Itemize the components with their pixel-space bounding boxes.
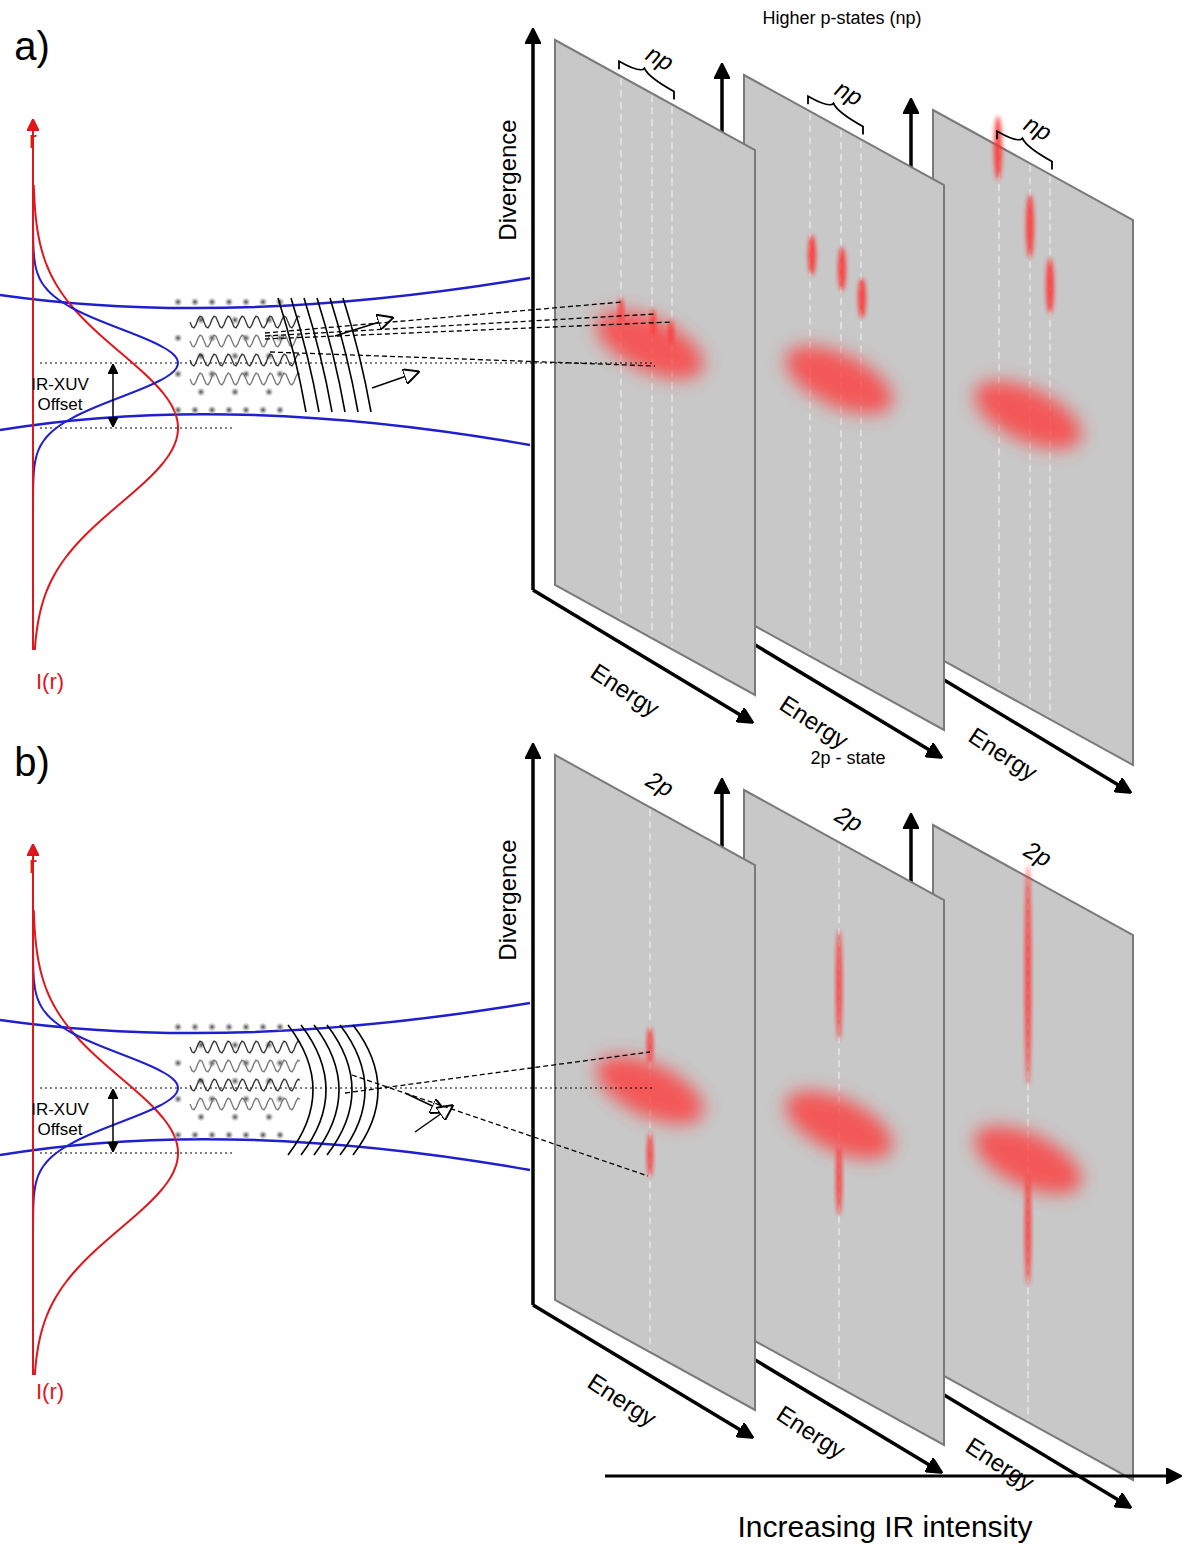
- axis-title: Energy: [583, 1368, 662, 1433]
- beam-illustration: [0, 845, 655, 1375]
- state-label: 2p: [831, 800, 868, 837]
- state-label: 2p: [642, 765, 679, 802]
- axis-title: Divergence: [494, 839, 522, 960]
- offset-label: IR-XUV Offset: [17, 1100, 103, 1139]
- spectrum-panel: [555, 755, 755, 1410]
- state-label: np: [1020, 109, 1057, 146]
- state-label: np: [642, 39, 679, 76]
- axis-title: Divergence: [494, 119, 522, 240]
- offset-label: IR-XUV Offset: [17, 375, 103, 414]
- axis-label: r: [29, 851, 37, 879]
- group-heading: Higher p-states (np): [762, 8, 921, 29]
- spectrum-panel: [744, 790, 944, 1445]
- intensity-arrow: [605, 1476, 1180, 1477]
- state-label: np: [831, 74, 868, 111]
- projection-lines: [265, 302, 672, 1176]
- spectrum-panel: [744, 75, 944, 730]
- axis-title: Energy: [772, 1400, 851, 1465]
- spectrum-panel: [933, 110, 1133, 765]
- spectrum-panel: [933, 825, 1133, 1480]
- axis-label: I(r): [36, 669, 64, 694]
- group-heading: 2p - state: [810, 748, 885, 769]
- spectrum-panel: [555, 40, 755, 695]
- axis-title: Increasing IR intensity: [737, 1510, 1032, 1545]
- axis-title: Energy: [775, 690, 854, 755]
- axis-title: Energy: [961, 1432, 1040, 1497]
- axis-label: r: [29, 126, 37, 154]
- axis-label: I(r): [36, 1379, 64, 1404]
- panel-letter: a): [14, 23, 50, 69]
- axis-title: Energy: [964, 722, 1043, 787]
- beam-illustration: [0, 120, 655, 650]
- panel-letter: b): [14, 739, 50, 785]
- axis-title: Energy: [586, 658, 665, 723]
- state-label: 2p: [1020, 835, 1057, 872]
